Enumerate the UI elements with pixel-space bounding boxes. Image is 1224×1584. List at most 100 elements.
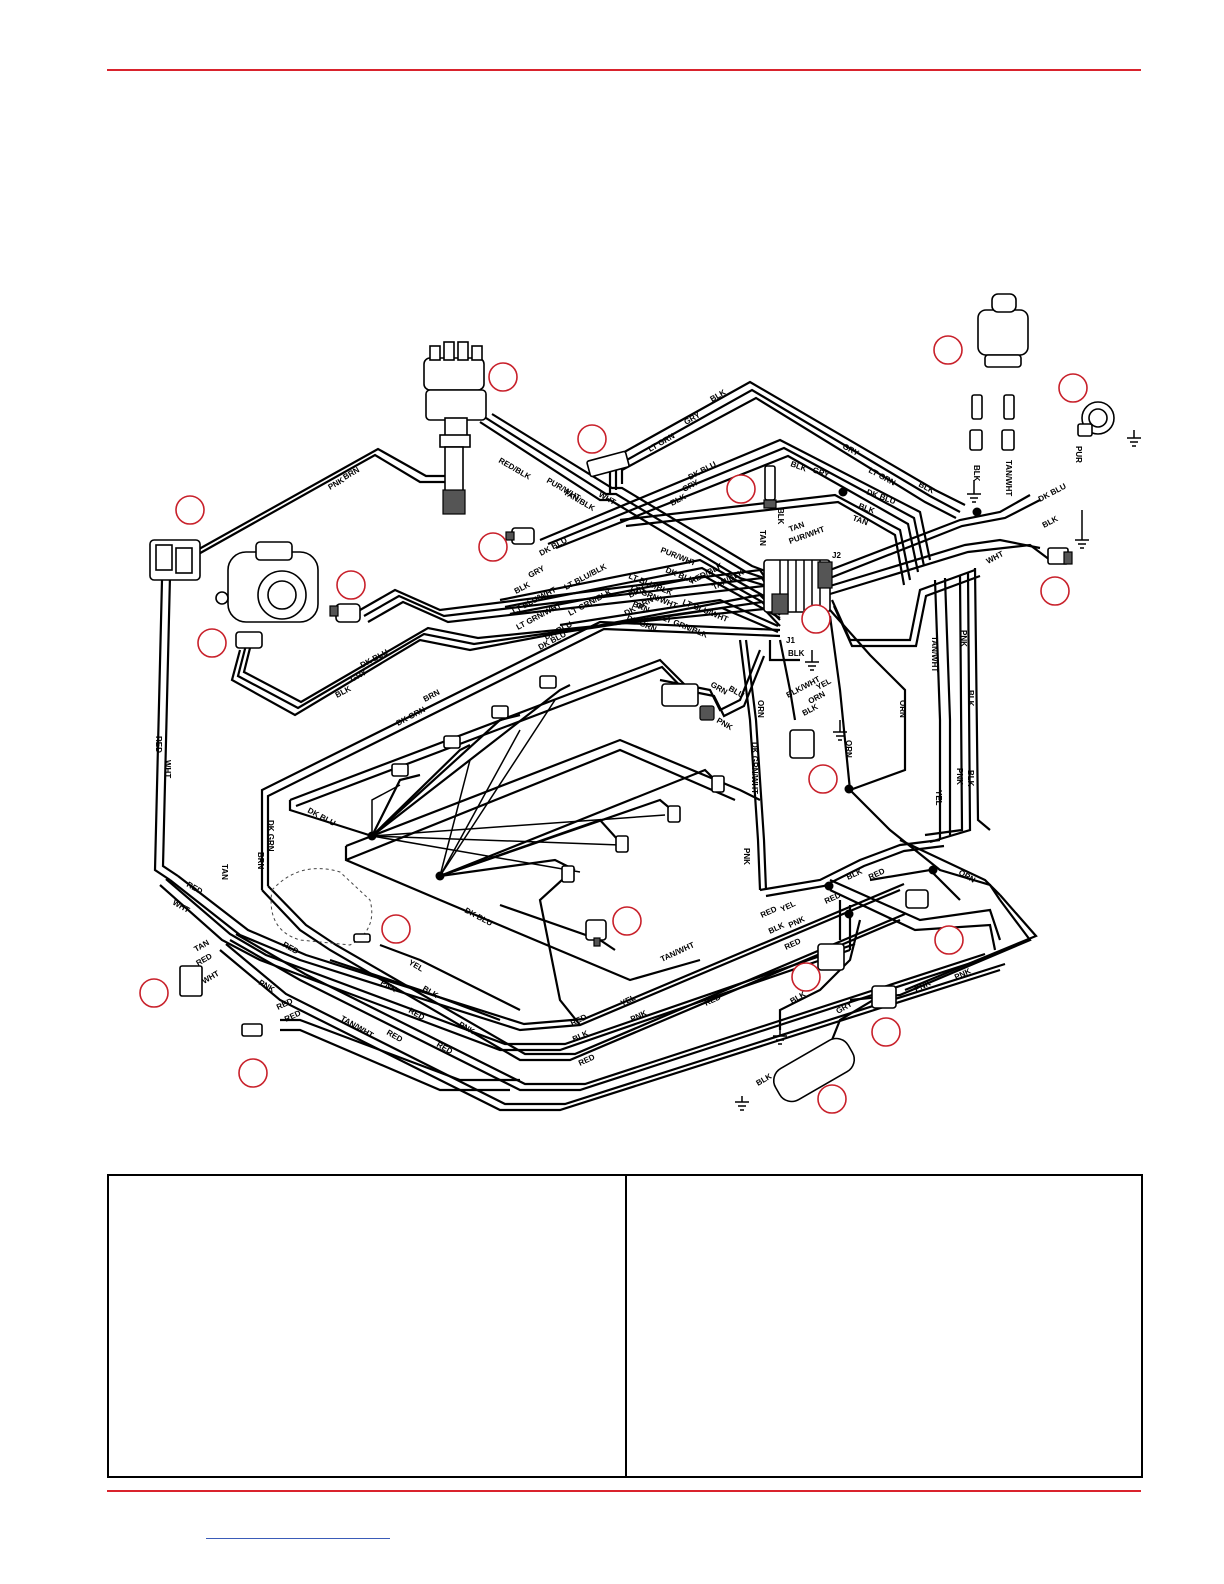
ground-symbols [735,430,1141,1111]
legend-divider [625,1176,627,1476]
wire-label: RED [759,904,778,919]
wire-label: PNK [257,978,276,994]
engine-outline-dashed [270,868,373,946]
wire-label: DK BLU [1037,482,1068,504]
far-right-connector [1047,547,1073,565]
callout-circle [791,962,821,992]
wire-label: BRN [256,852,265,870]
callout-circle [175,495,205,525]
iac-valve [329,603,361,623]
wire-label: WHT [985,549,1005,566]
callout-circle [612,906,642,936]
bracket-left [149,539,201,581]
distributor [423,341,487,515]
wire-label: TAN/BLK [562,488,597,513]
wire-label: PUR [1074,446,1083,463]
wire-label: TAN [758,530,767,546]
callout-circle [478,532,508,562]
footer-link-underline[interactable] [206,1538,390,1539]
wire-label: TAN [851,513,869,527]
wire-label: BLK [755,1072,774,1088]
wire-label: BLK [966,690,975,707]
wire-label: BLU [727,684,746,700]
wire-label: RED/BLK [497,456,532,482]
fuel-injectors [391,675,725,883]
wire-label: TAN/WHT [930,636,939,672]
callout-circle [801,604,831,634]
wire-label: BLK [1041,514,1060,530]
callout-circle [726,474,756,504]
wire-label: J2 [832,551,841,560]
junction-dots [367,487,982,919]
callout-circle [1040,576,1070,606]
callout-circle [336,570,366,600]
bottom-left-plug [241,1023,263,1037]
callout-circle [381,914,411,944]
callout-circle [488,362,518,392]
wire-label: DK BLU [463,906,494,928]
wire-harness [153,380,1051,1112]
fuel-pump [772,1037,856,1103]
wire-label: YEL [934,790,943,806]
bottom-left-connector [179,965,203,997]
temp-sensor-top [763,465,777,509]
wire-label: BLK [801,702,820,718]
starter-connector [905,889,929,909]
wire-label: BLK [776,508,785,525]
wire-label: BLK [966,770,975,787]
wire-label: BLK [709,388,728,404]
wire-label: RED [195,951,214,967]
callout-circle [577,424,607,454]
top-rule [107,69,1141,71]
wire-label: BLK [972,465,981,482]
callout-circle [817,1084,847,1114]
o2-sensor [353,933,371,943]
ecm [763,559,833,615]
callout-circle [871,1017,901,1047]
coil-module [586,450,630,478]
knock-sensor [505,527,535,545]
map-sensor [235,631,263,649]
legend-table [107,1174,1143,1478]
wire-label: BLK [789,990,808,1006]
callout-circle [139,978,169,1008]
bottom-rule [107,1490,1141,1492]
wire-label: BLK [788,649,805,658]
oil-sender-center [585,919,607,947]
wire-label: DK GRN [266,820,275,852]
wire-label: DK GRN/WHT [750,742,759,794]
throttle-body [215,541,319,623]
callout-circle [934,925,964,955]
callout-circle [933,335,963,365]
callouts [139,335,1088,1114]
wire-label: ORN [898,700,907,718]
wire-label: TAN/WHT [1004,460,1013,496]
wire-label: WHT [597,490,617,507]
fuel-pump-connector [871,985,897,1009]
wire-label: ORN [844,740,853,758]
wire-label: WHT [201,969,221,986]
wire-label: WHT [171,898,191,915]
center-plug [789,729,815,759]
callout-circle [238,1058,268,1088]
wire-label: BLK [789,459,808,473]
callout-circle [1058,373,1088,403]
oil-pressure-gauge-sender [1077,401,1115,437]
wire-label: PNK [742,848,751,865]
injector-harness-connector [661,683,715,721]
wire-label: ORN [807,689,827,705]
fuel-tank-sensor [969,293,1029,451]
wire-label: DK BLU [687,460,718,482]
wire-label: J1 [786,636,795,645]
wire-label: YEL [779,899,797,914]
wire-label: LT GRN [867,466,897,488]
wire-label: RED [435,1040,454,1056]
wire-label: WHT [163,760,172,778]
callout-circle [197,628,227,658]
wire-label: RED [154,736,163,753]
wire-label: PNK [715,716,734,732]
wire-label: ORN [756,700,765,718]
wire-label: GRY [349,668,369,684]
wire-label: PNK [955,768,964,785]
